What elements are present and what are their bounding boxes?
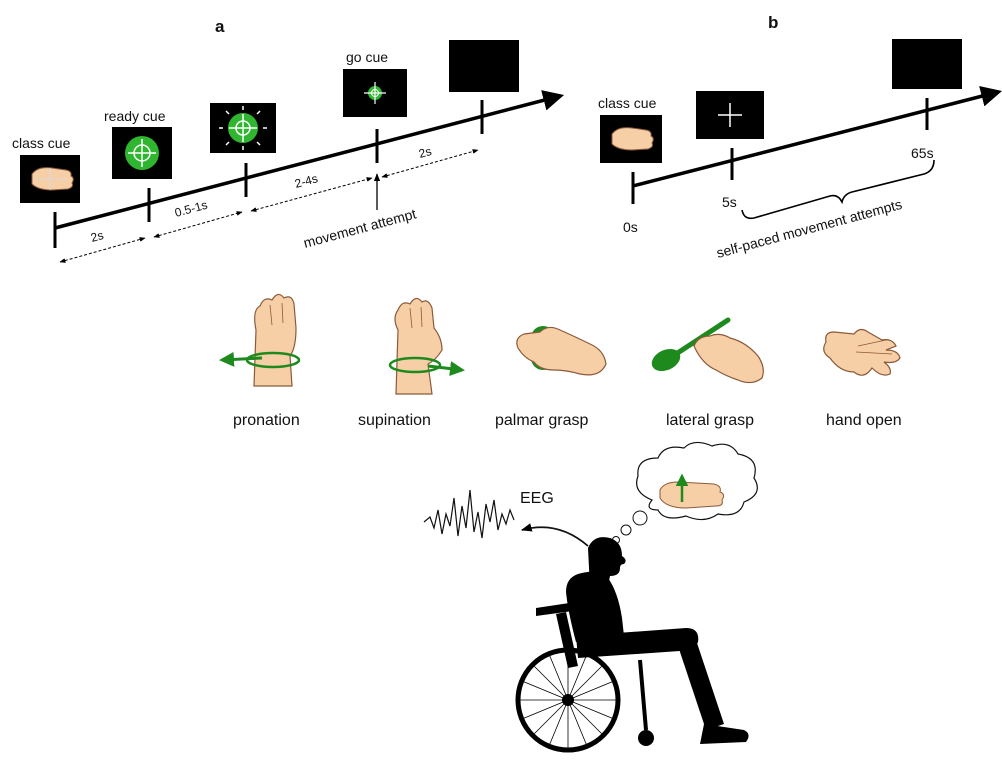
self-paced-label: self-paced movement attempts xyxy=(715,196,904,261)
timeline-b-axis xyxy=(632,86,1002,188)
ready-cue-label: ready cue xyxy=(104,108,166,124)
duration-label-2: 0.5-1s xyxy=(173,198,209,220)
timeline-a-axis xyxy=(54,90,565,230)
supination-hand-icon xyxy=(388,297,465,395)
go-cue-target-icon xyxy=(364,82,386,104)
duration-arrow-4 xyxy=(381,149,479,178)
palmar-grasp-hand-icon xyxy=(516,326,607,376)
time-label-65: 65s xyxy=(911,145,934,161)
hand-open-icon xyxy=(823,328,901,376)
imagined-hand-icon xyxy=(659,473,725,509)
duration-arrow-2 xyxy=(153,211,243,238)
movement-attempt-label: movement attempt xyxy=(302,205,418,250)
eeg-signal-trace xyxy=(423,489,515,539)
end-cue-box xyxy=(449,40,519,92)
self-paced-brace xyxy=(741,159,935,220)
panel-b-class-cue-label: class cue xyxy=(598,95,657,111)
movement-label-pronation: pronation xyxy=(233,412,300,429)
duration-label-4: 2s xyxy=(417,144,433,161)
lateral-grasp-hand-icon xyxy=(651,317,764,384)
panel-b-label: b xyxy=(768,13,778,32)
duration-label-1: 2s xyxy=(89,228,105,245)
go-cue-label: go cue xyxy=(346,49,388,65)
duration-label-3: 2-4s xyxy=(293,171,319,191)
fixation-cross-icon xyxy=(718,103,742,127)
movement-label-supination: supination xyxy=(358,412,431,429)
movement-label-palmar-grasp: palmar grasp xyxy=(495,412,588,429)
eeg-output-arrow xyxy=(520,523,589,547)
class-cue-hand-icon xyxy=(31,167,74,191)
panel-b-end-box xyxy=(892,39,962,89)
time-label-5: 5s xyxy=(722,194,737,210)
movement-label-lateral-grasp: lateral grasp xyxy=(666,412,754,429)
panel-b-hand-icon xyxy=(611,127,654,151)
time-label-0: 0s xyxy=(623,219,638,235)
highlight-cue-target-icon xyxy=(219,106,267,150)
pronation-hand-icon xyxy=(219,293,301,387)
panel-a-label: a xyxy=(215,17,225,36)
eeg-label: EEG xyxy=(520,490,554,507)
movement-label-hand-open: hand open xyxy=(826,412,902,429)
ready-cue-target-icon xyxy=(125,136,159,170)
wheelchair-user-silhouette xyxy=(515,537,749,753)
duration-arrow-3 xyxy=(250,177,373,212)
class-cue-label: class cue xyxy=(12,135,71,151)
